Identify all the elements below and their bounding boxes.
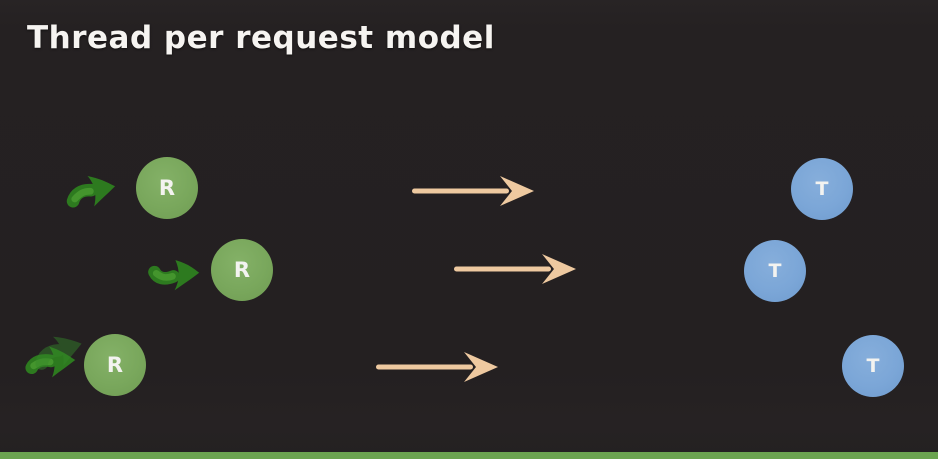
incoming-request-arrow-ghost-icon [26, 320, 93, 379]
thread-circle: T [842, 335, 904, 397]
thread-circle: T [791, 158, 853, 220]
incoming-request-arrow-icon [145, 245, 208, 298]
request-circle: R [136, 157, 198, 219]
video-progress-bar[interactable] [0, 452, 938, 459]
request-circle-label: R [106, 353, 124, 377]
flow-arrow-icon [450, 251, 580, 287]
thread-circle-label: T [866, 355, 880, 377]
thread-circle-label: T [768, 260, 782, 282]
flow-arrow-icon [372, 349, 502, 385]
flow-arrow-icon [408, 173, 538, 209]
incoming-request-arrow-icon [24, 336, 82, 383]
request-circle: R [84, 334, 146, 396]
request-circle: R [211, 239, 273, 301]
thread-circle: T [744, 240, 806, 302]
incoming-request-arrow-icon [61, 163, 124, 216]
page-title: Thread per request model [27, 20, 495, 56]
request-circle-label: R [158, 176, 176, 200]
request-circle-label: R [233, 258, 251, 282]
thread-circle-label: T [815, 178, 829, 200]
